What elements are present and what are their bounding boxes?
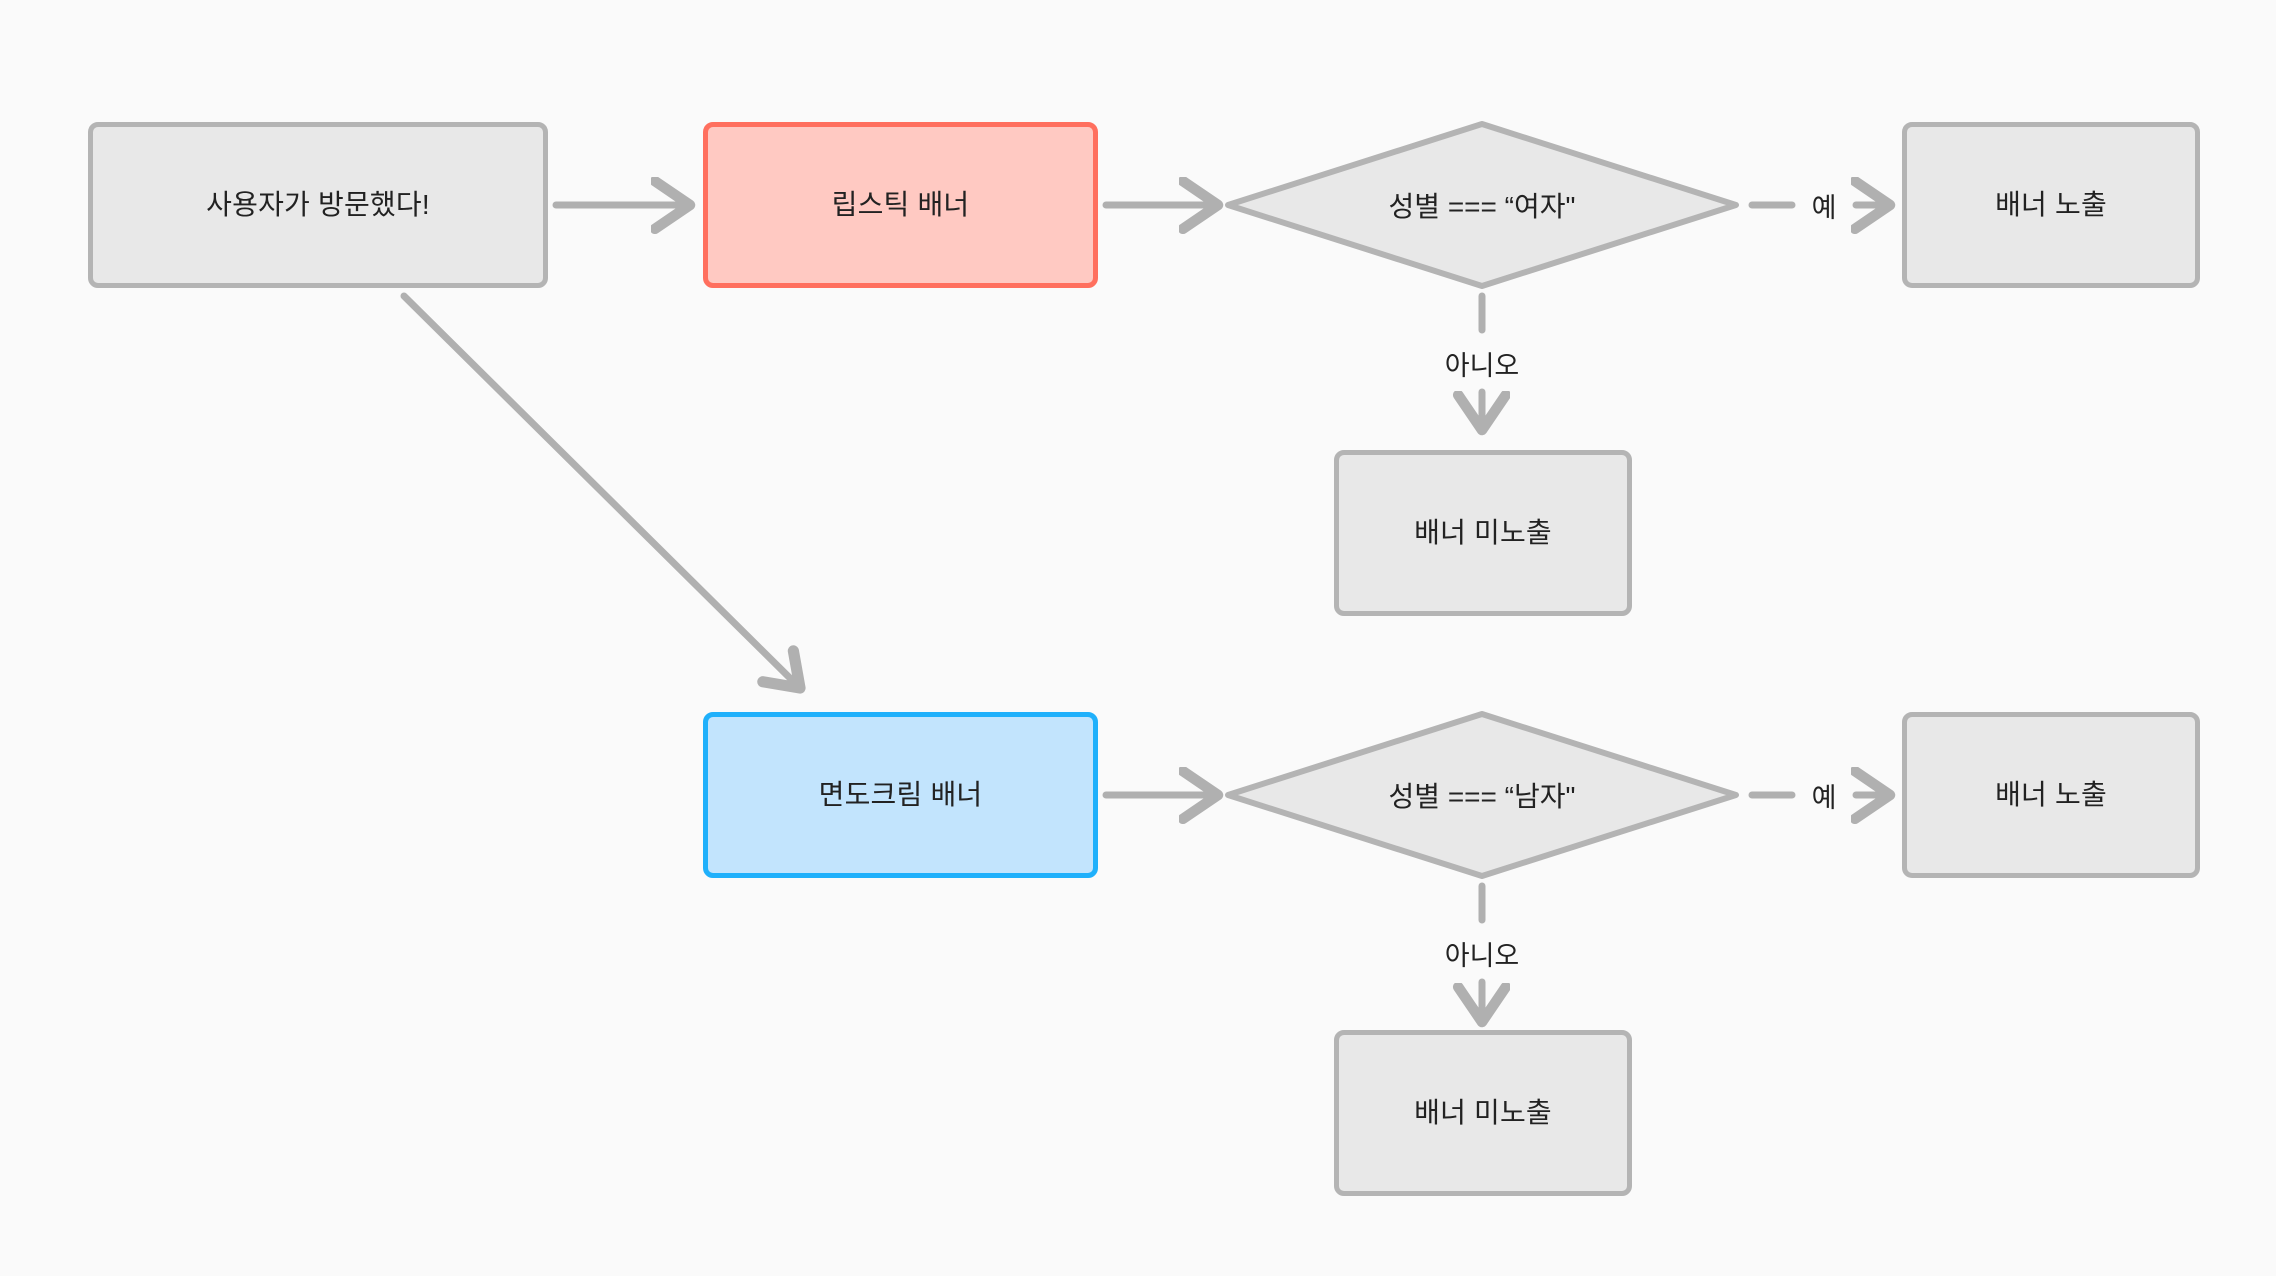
node-user-visited-label: 사용자가 방문했다! (206, 188, 430, 220)
node-condition-male[interactable]: 성별 === “남자" (1222, 708, 1742, 882)
condition-female-shape (1225, 121, 1739, 289)
node-show-banner-top[interactable]: 배너 노출 (1902, 122, 2200, 288)
edge-visit-to-shavingcream (400, 292, 806, 694)
node-show-banner-top-label: 배너 노출 (1995, 188, 2107, 220)
node-condition-female-label: 성별 === “여자" (1388, 191, 1576, 222)
edge-label-no-top: 아니오 (1444, 351, 1520, 381)
node-hide-banner-top-label: 배너 미노출 (1414, 516, 1552, 548)
edge-label-yes-bottom: 예 (1811, 783, 1837, 813)
node-hide-banner-bottom-label: 배너 미노출 (1414, 1096, 1552, 1128)
node-condition-male-label: 성별 === “남자" (1388, 781, 1576, 812)
node-hide-banner-top[interactable]: 배너 미노출 (1334, 450, 1632, 616)
node-user-visited[interactable]: 사용자가 방문했다! (88, 122, 548, 288)
condition-male-shape (1225, 711, 1739, 879)
node-shaving-cream-banner[interactable]: 면도크림 배너 (703, 712, 1098, 878)
node-lipstick-banner[interactable]: 립스틱 배너 (703, 122, 1098, 288)
edge-label-no-bottom: 아니오 (1444, 941, 1520, 971)
node-lipstick-banner-label: 립스틱 배너 (831, 188, 970, 220)
node-show-banner-bottom-label: 배너 노출 (1995, 778, 2107, 810)
node-show-banner-bottom[interactable]: 배너 노출 (1902, 712, 2200, 878)
node-hide-banner-bottom[interactable]: 배너 미노출 (1334, 1030, 1632, 1196)
node-shaving-cream-banner-label: 면도크림 배너 (818, 778, 983, 810)
node-condition-female[interactable]: 성별 === “여자" (1222, 118, 1742, 292)
edge-label-yes-top: 예 (1811, 193, 1837, 223)
